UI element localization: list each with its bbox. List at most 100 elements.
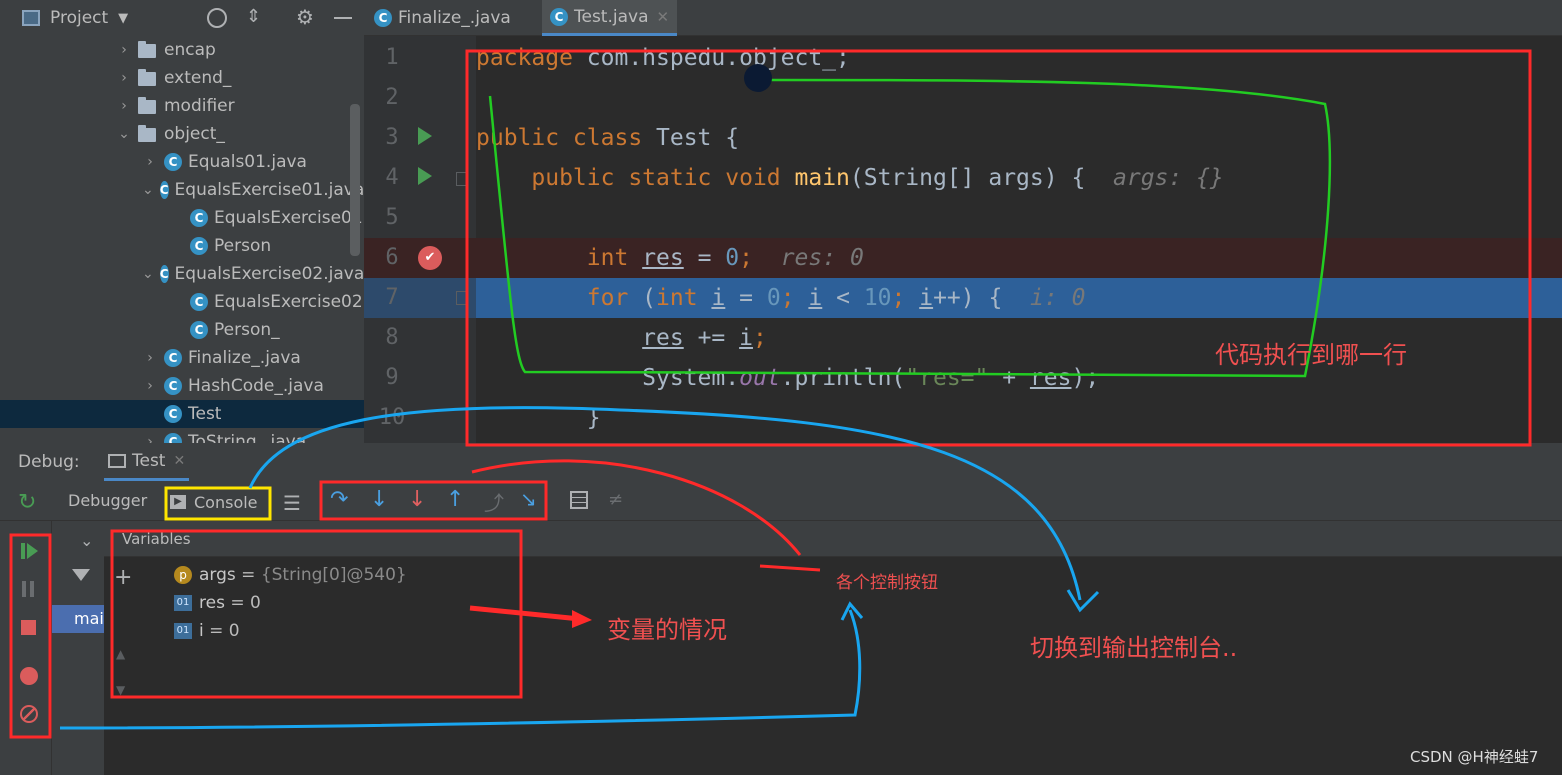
tab-debug-session[interactable]: Test ✕ xyxy=(104,443,190,481)
run-icon[interactable] xyxy=(418,167,432,185)
step-out-icon[interactable]: ↑ xyxy=(446,487,465,512)
chevron-down-icon[interactable]: ⌄ xyxy=(142,182,154,198)
project-panel-title[interactable]: Project xyxy=(50,8,109,28)
scroll-down-icon[interactable]: ▼ xyxy=(116,683,126,697)
chevron-right-icon[interactable]: › xyxy=(147,378,153,394)
chevron-down-icon[interactable]: ⌄ xyxy=(80,531,94,550)
tree-item-label: EqualsExercise01.java xyxy=(174,180,364,200)
tree-item[interactable]: ⌄object_ xyxy=(0,120,364,148)
line-number: 9 xyxy=(385,365,399,390)
breakpoint-icon[interactable]: ✔ xyxy=(418,246,442,270)
primitive-icon: 01 xyxy=(174,623,192,639)
tree-item[interactable]: ›modifier xyxy=(0,92,364,120)
tree-item[interactable]: ›encap xyxy=(0,36,364,64)
debug-toolbar: ↻ Debugger ▶ Console ☰ ↷ ↓ ↓ ↑ ⤴ ↘ ≠ xyxy=(0,481,1562,521)
resume-icon[interactable] xyxy=(27,543,38,559)
blue-arrow-console xyxy=(248,406,1082,601)
mute-breakpoints-icon[interactable] xyxy=(20,705,38,723)
tab-finalize[interactable]: C Finalize_.java xyxy=(366,0,519,36)
run-to-cursor-icon[interactable]: ↘ xyxy=(520,487,537,511)
chevron-down-icon[interactable]: ▼ xyxy=(118,10,129,26)
watermark: CSDN @H神经蛙7 xyxy=(1410,748,1539,766)
class-icon: C xyxy=(164,153,182,171)
locate-icon[interactable] xyxy=(207,8,227,28)
console-icon xyxy=(108,453,126,468)
equals-sign: = xyxy=(224,593,250,613)
chevron-right-icon[interactable]: › xyxy=(121,42,127,58)
line-number: 7 xyxy=(385,285,399,310)
red-arrow-variables xyxy=(469,605,581,622)
chevron-down-icon[interactable]: ⌄ xyxy=(118,126,130,142)
line-number: 8 xyxy=(385,325,399,350)
close-icon[interactable]: ✕ xyxy=(173,452,186,469)
tab-test[interactable]: C Test.java ✕ xyxy=(542,0,678,36)
console-tab-label: Console xyxy=(194,492,258,512)
tree-item[interactable]: ›extend_ xyxy=(0,64,364,92)
tab-debugger[interactable]: Debugger xyxy=(68,491,148,510)
blue-arrow-left xyxy=(59,609,862,730)
hide-panel-icon[interactable] xyxy=(334,17,352,19)
force-step-into-icon[interactable]: ↓ xyxy=(408,487,427,512)
red-arrowhead xyxy=(572,610,592,628)
debug-header: Debug: Test ✕ xyxy=(0,443,1562,481)
tree-item-label: Person_ xyxy=(214,320,280,340)
variable-name: i xyxy=(199,621,204,641)
chevron-right-icon[interactable]: › xyxy=(147,154,153,170)
chevron-right-icon[interactable]: › xyxy=(147,434,153,450)
tree-item[interactable]: C Person_ xyxy=(0,316,364,344)
rerun-icon[interactable]: ↻ xyxy=(18,490,37,515)
step-over-icon[interactable]: ↷ xyxy=(330,487,349,512)
view-breakpoints-icon[interactable] xyxy=(20,667,38,685)
folder-icon xyxy=(138,125,156,142)
code-line-3: public class Test { xyxy=(476,125,740,151)
drop-frame-icon[interactable]: ⤴ xyxy=(484,491,504,515)
chevron-right-icon[interactable]: › xyxy=(121,98,127,114)
line-number: 3 xyxy=(385,125,399,150)
evaluate-expression-icon[interactable] xyxy=(570,491,588,509)
editor-tabs: C Finalize_.java C Test.java ✕ xyxy=(364,0,1562,36)
class-icon: C xyxy=(190,321,208,339)
line-number: 2 xyxy=(385,85,399,110)
project-view-icon[interactable] xyxy=(22,10,40,26)
annotation-control-buttons: 各个控制按钮 xyxy=(836,573,938,593)
chevron-right-icon[interactable]: › xyxy=(147,350,153,366)
layout-menu-icon[interactable]: ☰ xyxy=(283,491,301,515)
chevron-right-icon[interactable]: › xyxy=(121,70,127,86)
tab-console[interactable]: ▶ Console xyxy=(170,489,258,515)
scroll-up-icon[interactable]: ▲ xyxy=(116,647,126,661)
run-icon[interactable] xyxy=(418,127,432,145)
resume-icon[interactable] xyxy=(21,543,25,559)
filter-icon[interactable] xyxy=(72,569,90,581)
collapse-all-icon[interactable]: ⇕ xyxy=(246,6,262,27)
trace-icon[interactable]: ≠ xyxy=(608,489,624,510)
stop-icon[interactable] xyxy=(21,620,36,635)
line-number: 5 xyxy=(385,205,399,230)
line-number: 4 xyxy=(385,165,399,190)
pause-icon[interactable] xyxy=(22,581,34,597)
class-icon: C xyxy=(164,349,182,367)
tree-scrollbar[interactable] xyxy=(350,104,360,256)
tree-item-label: Person xyxy=(214,236,272,256)
step-into-icon[interactable]: ↓ xyxy=(370,487,389,512)
class-icon: C xyxy=(550,7,568,26)
class-icon: C xyxy=(164,377,182,395)
class-icon: C xyxy=(374,9,392,27)
frame-item[interactable]: mai xyxy=(52,605,104,633)
close-icon[interactable]: ✕ xyxy=(656,7,670,26)
gear-icon[interactable]: ⚙ xyxy=(296,5,314,29)
add-watch-icon[interactable]: + xyxy=(114,565,133,590)
chevron-down-icon[interactable]: ⌄ xyxy=(142,266,154,282)
